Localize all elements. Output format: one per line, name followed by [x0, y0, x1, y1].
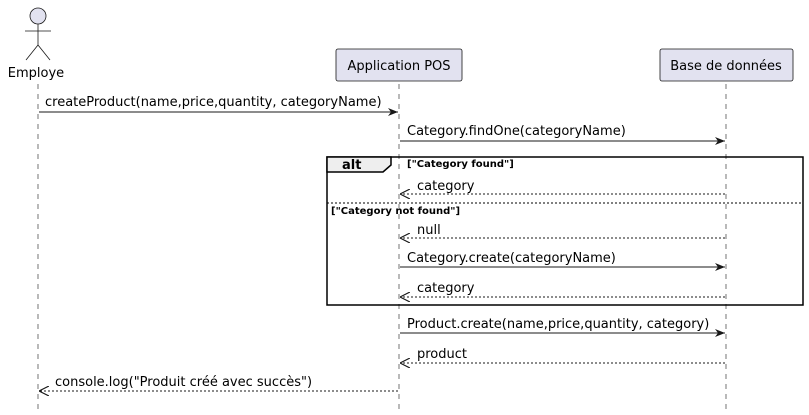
- message-label: category: [417, 179, 475, 194]
- alt-fragment-tab: [326, 156, 392, 173]
- alt-fragment: [326, 156, 804, 306]
- participant-base-de-donnees: [659, 48, 794, 82]
- alt-guard-2: ["Category not found"]: [331, 206, 460, 217]
- actor-icon: [25, 7, 51, 61]
- message-label: Category.create(categoryName): [407, 251, 616, 266]
- message-label: product: [417, 347, 467, 362]
- message-label: Category.findOne(categoryName): [407, 124, 626, 139]
- message-label: Product.create(name,price,quantity, cate…: [407, 317, 709, 332]
- alt-guard-1: ["Category found"]: [407, 159, 514, 170]
- participant-application-pos-label: Application POS: [347, 59, 450, 74]
- alt-keyword: alt: [342, 158, 361, 173]
- actor-label: Employe: [8, 66, 64, 81]
- message-label: category: [417, 281, 475, 296]
- message-label: createProduct(name,price,quantity, categ…: [45, 95, 382, 110]
- participant-application-pos: [335, 48, 463, 82]
- message-label: console.log("Produit créé avec succès"): [55, 375, 312, 390]
- message-label: null: [417, 223, 441, 238]
- participant-base-de-donnees-label: Base de données: [670, 59, 782, 74]
